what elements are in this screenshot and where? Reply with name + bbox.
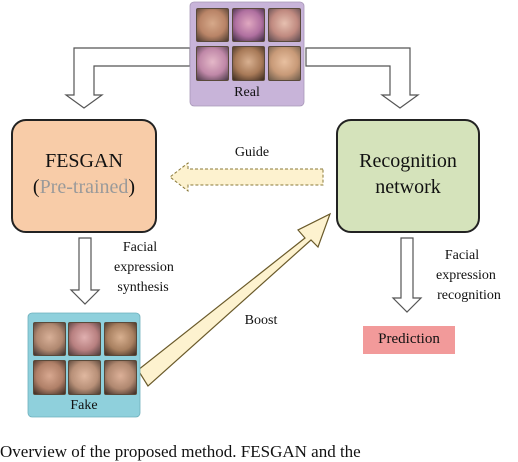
guide-arrow <box>169 161 324 193</box>
real-caption: Real <box>234 85 260 100</box>
recognition-title-line2: network <box>375 176 441 198</box>
fesgan-title: FESGAN <box>45 150 123 172</box>
real-to-fesgan-arrow <box>64 47 191 109</box>
real-face-2 <box>232 8 265 42</box>
real-face-6 <box>268 46 301 81</box>
recognition-edge-label-line2: expression <box>436 268 496 283</box>
synthesis-label-line2: expression <box>114 260 174 275</box>
fake-face-2 <box>68 322 101 356</box>
fake-face-3 <box>104 322 137 356</box>
fesgan-subtitle: Pre-trained <box>39 176 129 198</box>
real-face-4 <box>196 46 229 81</box>
recognition-title-line1: Recognition <box>359 150 457 172</box>
real-face-1 <box>196 8 229 42</box>
boost-label: Boost <box>244 313 278 328</box>
real-face-5 <box>232 46 265 81</box>
recognition-edge-label-line1: Facial <box>444 248 480 263</box>
fake-face-5 <box>68 360 101 395</box>
real-to-recognition-arrow <box>305 47 420 109</box>
boost-arrow <box>137 212 332 387</box>
fesgan-paren-open: ( <box>32 176 40 198</box>
synthesis-label-line1: Facial <box>122 240 158 255</box>
fesgan-paren-close: ) <box>128 176 136 198</box>
fesgan-to-fake-arrow <box>69 237 101 305</box>
guide-label: Guide <box>234 145 270 160</box>
fake-face-4 <box>33 360 66 395</box>
real-face-3 <box>268 8 301 42</box>
fake-face-1 <box>33 322 66 356</box>
fake-face-6 <box>104 360 137 395</box>
synthesis-label-line3: synthesis <box>117 280 169 295</box>
recognition-edge-label-line3: recognition <box>437 288 501 303</box>
recognition-box <box>336 119 480 233</box>
fesgan-subtitle-line: (Pre-trained) <box>12 176 156 199</box>
fesgan-box <box>11 119 157 233</box>
prediction-label: Prediction <box>378 331 440 347</box>
figure-caption-fragment: Overview of the proposed method. FESGAN … <box>0 442 361 461</box>
fake-caption: Fake <box>70 398 98 413</box>
recognition-to-prediction-arrow <box>391 237 423 313</box>
prediction-box <box>363 326 455 354</box>
